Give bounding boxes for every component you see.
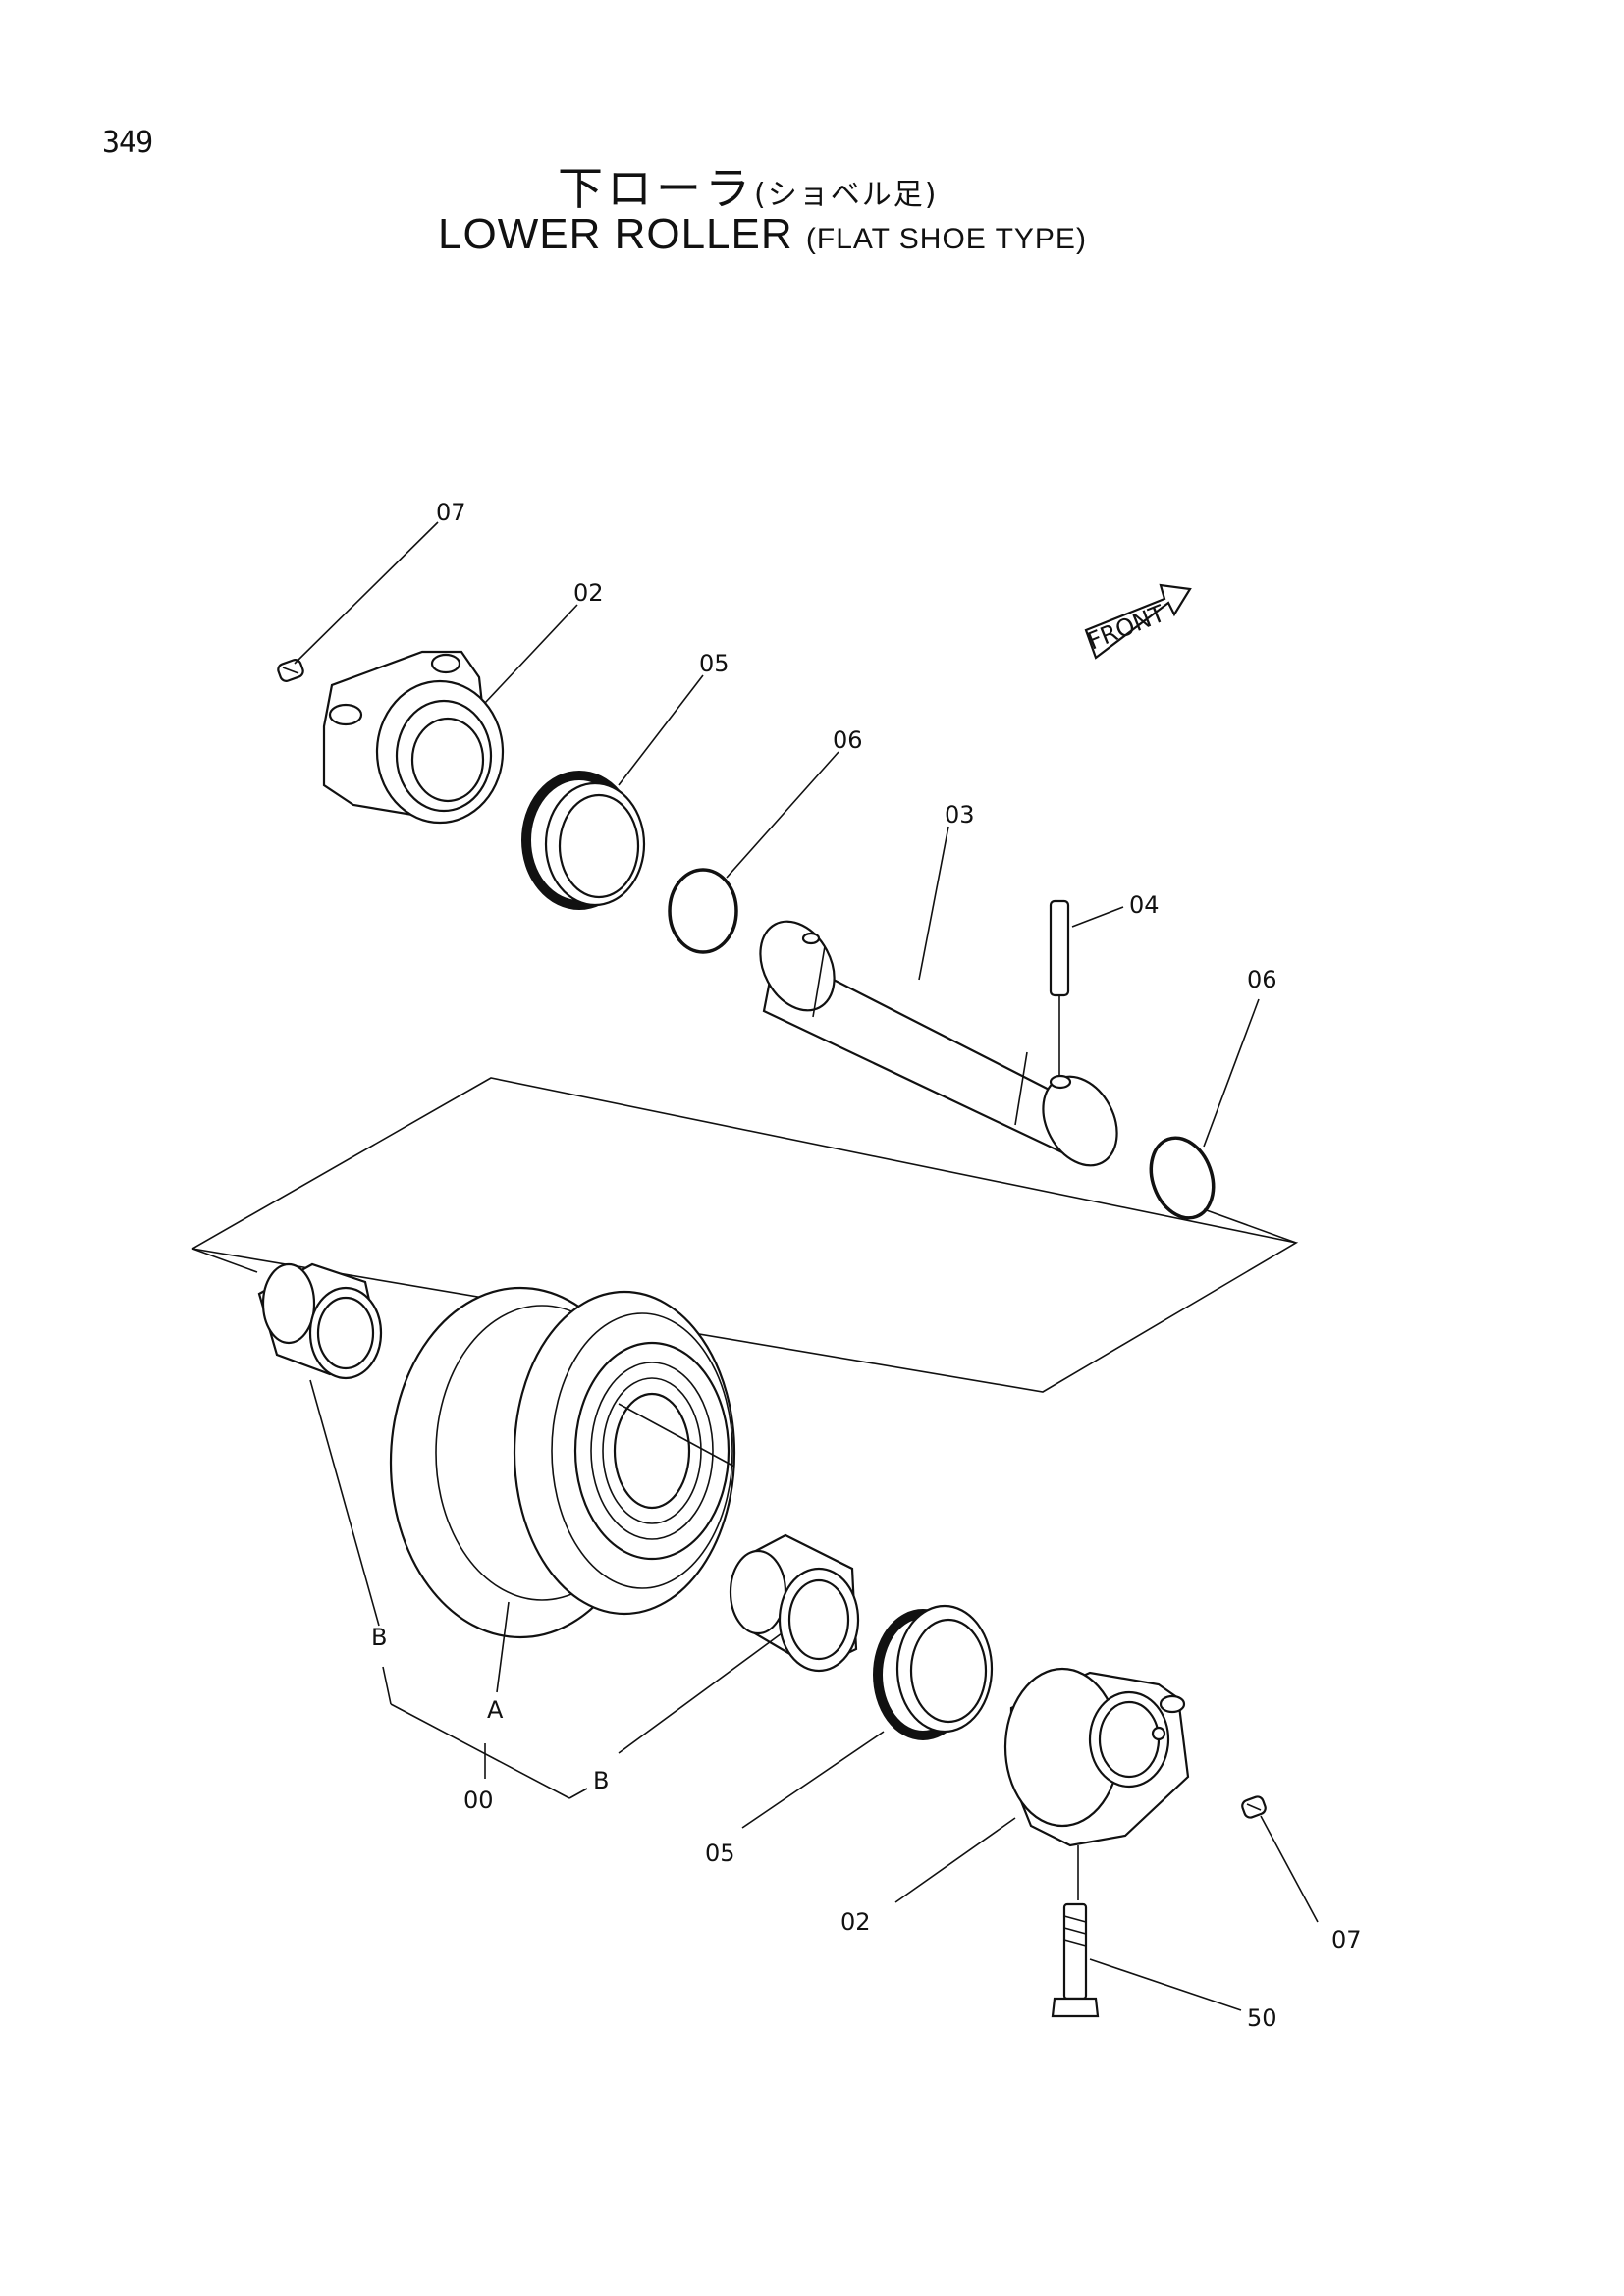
bracket-collar-bottom-icon	[1003, 1667, 1190, 1900]
bracket-collar-top-icon	[322, 650, 505, 825]
shaft-icon	[759, 920, 1118, 1167]
pin-icon	[1049, 899, 1070, 1076]
o-ring-top-icon	[668, 868, 738, 954]
bushing-right-icon	[729, 1533, 860, 1673]
callout-04: 04	[1129, 891, 1160, 919]
callout-b-left: B	[371, 1624, 387, 1651]
page-number: 349	[102, 126, 153, 160]
seal-top-icon	[521, 771, 646, 910]
title-english: LOWER ROLLER (FLAT SHOE TYPE)	[438, 210, 1087, 259]
title-japanese: 下ローラ(ショベル足)	[558, 153, 938, 218]
set-screw-bottom-icon	[1241, 1795, 1267, 1819]
callout-50: 50	[1247, 2004, 1277, 2032]
callout-00: 00	[463, 1787, 494, 1814]
callout-b-bottom: B	[593, 1767, 609, 1794]
callout-07-top: 07	[436, 499, 466, 526]
title-en-main: LOWER ROLLER	[438, 210, 793, 258]
outline-edge	[191, 1248, 258, 1273]
leader-lines	[294, 521, 1319, 2011]
title-en-sub: (FLAT SHOE TYPE)	[805, 223, 1087, 255]
callout-05-top: 05	[699, 650, 730, 677]
roller-wheel-icon	[389, 1286, 736, 1639]
title-jp-main: 下ローラ	[558, 162, 754, 215]
bolt-icon	[1051, 1902, 1100, 2018]
o-ring-right-icon	[1149, 1136, 1216, 1220]
set-screw-top-icon	[277, 659, 304, 682]
seal-bottom-icon	[873, 1604, 994, 1740]
callout-02-top: 02	[573, 579, 604, 607]
front-arrow-icon: FRONT	[1084, 583, 1192, 660]
callout-05-bottom: 05	[705, 1840, 735, 1867]
title-jp-sub: (ショベル足)	[754, 178, 939, 212]
front-label: FRONT	[1084, 600, 1169, 656]
callout-07-bottom: 07	[1331, 1926, 1362, 1953]
callout-03: 03	[945, 801, 975, 828]
callout-06-top: 06	[833, 726, 863, 754]
bushing-left-icon	[257, 1262, 383, 1380]
callout-a: A	[487, 1696, 504, 1724]
callout-02-bottom: 02	[840, 1908, 871, 1936]
callout-06-right: 06	[1247, 966, 1277, 993]
